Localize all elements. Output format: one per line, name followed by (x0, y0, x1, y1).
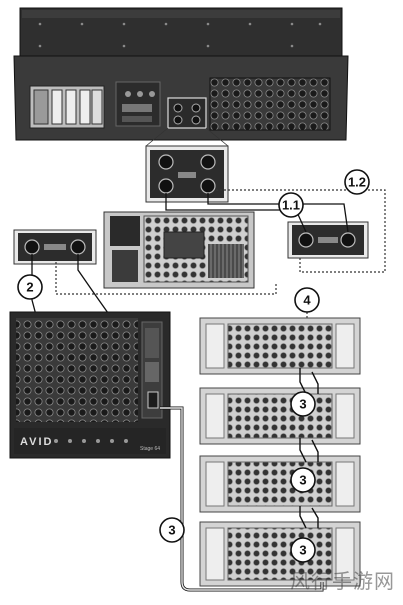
callout-1-2: 1.2 (344, 169, 370, 195)
loop-cable (160, 406, 324, 592)
console-rear-panel (13, 55, 349, 141)
console-connector-zoom (145, 145, 229, 203)
rack-connector-zoom-left (13, 229, 97, 265)
stage-box-2 (199, 387, 361, 445)
svg-text:1.1: 1.1 (282, 198, 300, 213)
watermark-text: 风行手游网 (290, 569, 395, 593)
stage-box-4 (199, 521, 361, 587)
stage-box-3 (199, 455, 361, 513)
svg-text:3: 3 (299, 473, 306, 488)
callout-3-a: 3 (290, 391, 316, 417)
callout-3-b: 3 (290, 467, 316, 493)
stage-rack: AVID Stage 64 (9, 311, 171, 459)
callout-1-1: 1.1 (278, 192, 304, 218)
callout-4: 4 (294, 287, 320, 313)
svg-text:3: 3 (168, 523, 175, 538)
callout-2: 2 (17, 274, 43, 300)
zoom-lines (145, 127, 229, 147)
daisy-chain-cables (299, 368, 319, 529)
svg-text:3: 3 (299, 543, 306, 558)
brand-logo-text: AVID (20, 436, 53, 448)
svg-text:4: 4 (303, 293, 311, 308)
console-surface (19, 7, 343, 57)
stage-box-1 (199, 317, 361, 375)
svg-text:3: 3 (299, 397, 306, 412)
rack-connector-zoom-right (287, 221, 369, 259)
svg-text:2: 2 (26, 280, 33, 295)
engine-unit (103, 211, 255, 289)
callout-3-d: 3 (159, 517, 185, 543)
callout-3-c: 3 (290, 537, 316, 563)
svg-text:1.2: 1.2 (348, 175, 366, 190)
model-text: Stage 64 (140, 446, 160, 452)
